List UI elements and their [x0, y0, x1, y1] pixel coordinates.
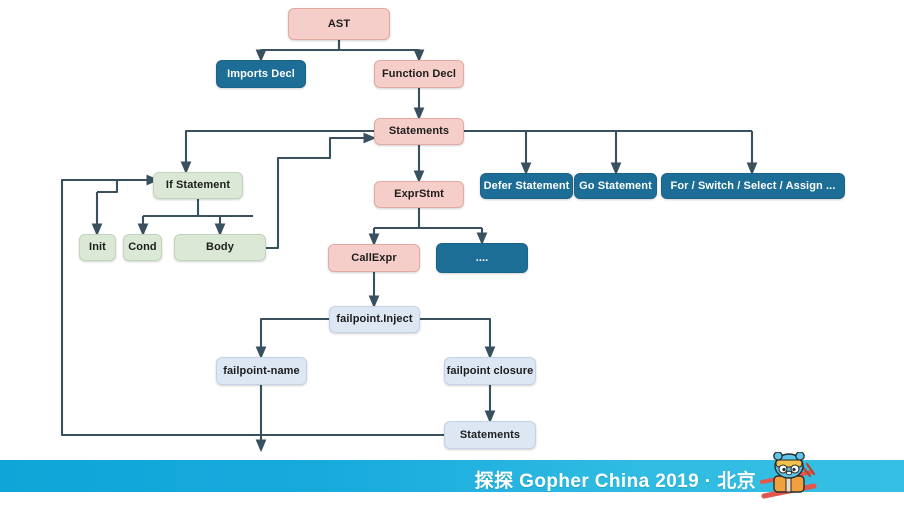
edge-statements-ifstmt	[180, 129, 374, 175]
node-for-switch-select-assign[interactable]: For / Switch / Select / Assign ...	[661, 173, 845, 199]
node-defer-statement[interactable]: Defer Statement	[480, 173, 573, 199]
node-function-decl[interactable]: Function Decl	[374, 60, 464, 88]
edge-inject-fpname	[255, 317, 329, 360]
node-failpoint-name[interactable]: failpoint-name	[216, 357, 307, 385]
node-ellipsis[interactable]: ....	[436, 243, 528, 273]
gopher-mascot-icon	[760, 452, 817, 499]
node-init[interactable]: Init	[79, 234, 116, 261]
node-cond[interactable]: Cond	[123, 234, 162, 261]
node-expr-stmt[interactable]: ExprStmt	[374, 181, 464, 208]
edge-body-statements	[266, 132, 377, 250]
node-if-statement[interactable]: If Statement	[153, 172, 243, 199]
node-body[interactable]: Body	[174, 234, 266, 261]
edge-inject-fpclosure	[420, 317, 496, 360]
node-call-expr[interactable]: CallExpr	[328, 244, 420, 272]
footer-title: 探探 Gopher China 2019 · 北京	[474, 471, 756, 492]
node-statements[interactable]: Statements	[374, 118, 464, 145]
node-go-statement[interactable]: Go Statement	[574, 173, 657, 199]
node-failpoint-closure[interactable]: failpoint closure	[444, 357, 536, 385]
edge-ast-funcdecl	[337, 40, 425, 63]
footer-bar	[0, 460, 904, 492]
edge-ast-imports	[255, 40, 341, 63]
node-imports-decl[interactable]: Imports Decl	[216, 60, 306, 88]
edge-ifstmt-init-lead	[97, 180, 119, 194]
node-statements-bottom[interactable]: Statements	[444, 421, 536, 449]
node-ast[interactable]: AST	[288, 8, 390, 40]
node-failpoint-inject[interactable]: failpoint.Inject	[329, 306, 420, 333]
edge-bottom-statements-ifstmt	[60, 174, 444, 437]
